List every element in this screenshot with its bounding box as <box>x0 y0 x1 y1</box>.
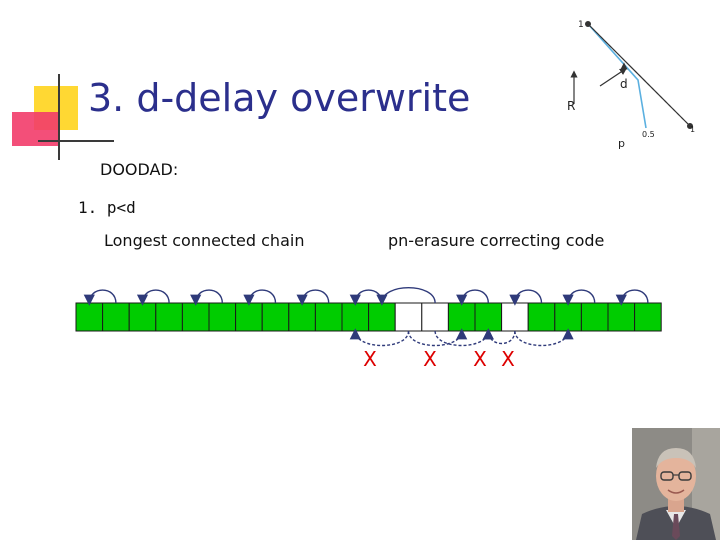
chain-arrow <box>83 289 117 306</box>
cell-filled <box>181 302 210 332</box>
decor-horizontal-line <box>38 140 114 142</box>
cell-filled <box>235 302 263 332</box>
cell-filled <box>580 302 609 332</box>
chain-arrow <box>376 287 436 306</box>
chain-arrow <box>562 289 596 306</box>
cell-erased <box>501 302 529 332</box>
slide-title: 3. d-delay overwrite <box>88 76 471 120</box>
cell-filled <box>607 302 636 332</box>
chain-arrow <box>615 289 649 306</box>
cell-erased <box>421 302 449 332</box>
plot-rate-curve <box>587 23 647 129</box>
plot-y-label: R <box>567 99 575 113</box>
chain-arrow <box>456 289 489 306</box>
cross-mark: X <box>423 347 437 371</box>
cell-filled <box>128 302 157 332</box>
plot-d-arrow <box>599 68 627 87</box>
plot-point-end <box>687 123 693 129</box>
person-photo-icon <box>632 428 720 540</box>
arrow-layer <box>83 287 649 347</box>
cell-filled <box>554 302 582 332</box>
chain-arrow <box>296 289 330 306</box>
plot-y-top-label: 1 <box>578 20 584 30</box>
cell-filled <box>261 302 290 332</box>
cell-filled <box>527 302 556 332</box>
bullet-doodad: DOODAD: <box>100 160 179 179</box>
chain-arrow <box>190 289 223 306</box>
plot-point-top <box>585 21 591 27</box>
cell-filled <box>155 302 183 332</box>
cross-mark: X <box>473 347 487 371</box>
portrait-photo <box>632 428 720 540</box>
cell-filled <box>634 302 662 332</box>
plot-point-label: d <box>620 77 628 91</box>
erasure-arrow <box>349 328 410 347</box>
cross-mark: X <box>363 347 377 371</box>
cell-filled <box>474 302 503 332</box>
chain-arrow <box>509 289 543 306</box>
cell-filled <box>75 302 104 332</box>
cross-mark: X <box>501 347 515 371</box>
bullet-case: 1. p<d <box>78 198 136 217</box>
chain-arrow <box>136 289 170 306</box>
cell-filled <box>314 302 343 332</box>
erasure-arrow <box>482 328 516 345</box>
erasure-arrow <box>434 328 494 347</box>
plot-tick-mid: 0.5 <box>642 130 655 139</box>
label-erasure-code: pn-erasure correcting code <box>388 231 605 250</box>
plot-x-label: p <box>618 137 625 150</box>
cell-erased <box>394 302 423 332</box>
decor-vertical-line <box>58 74 60 160</box>
label-longest-chain: Longest connected chain <box>104 231 305 250</box>
cell-filled <box>102 302 130 332</box>
cell-filled <box>368 302 396 332</box>
plot-tick-end: 1 <box>690 125 695 134</box>
cell-filled <box>288 302 316 332</box>
chain-arrow <box>349 289 383 306</box>
plot-outer-line <box>587 23 691 127</box>
rate-plot: 1 R d p 0.5 1 <box>567 20 695 150</box>
cell-filled <box>208 302 237 332</box>
chain-arrow <box>243 289 277 306</box>
cell-filled <box>447 302 476 332</box>
cell-filled <box>341 302 370 332</box>
cell-row <box>75 302 662 332</box>
erasure-arrow <box>407 328 468 347</box>
erasure-arrow <box>514 328 574 347</box>
